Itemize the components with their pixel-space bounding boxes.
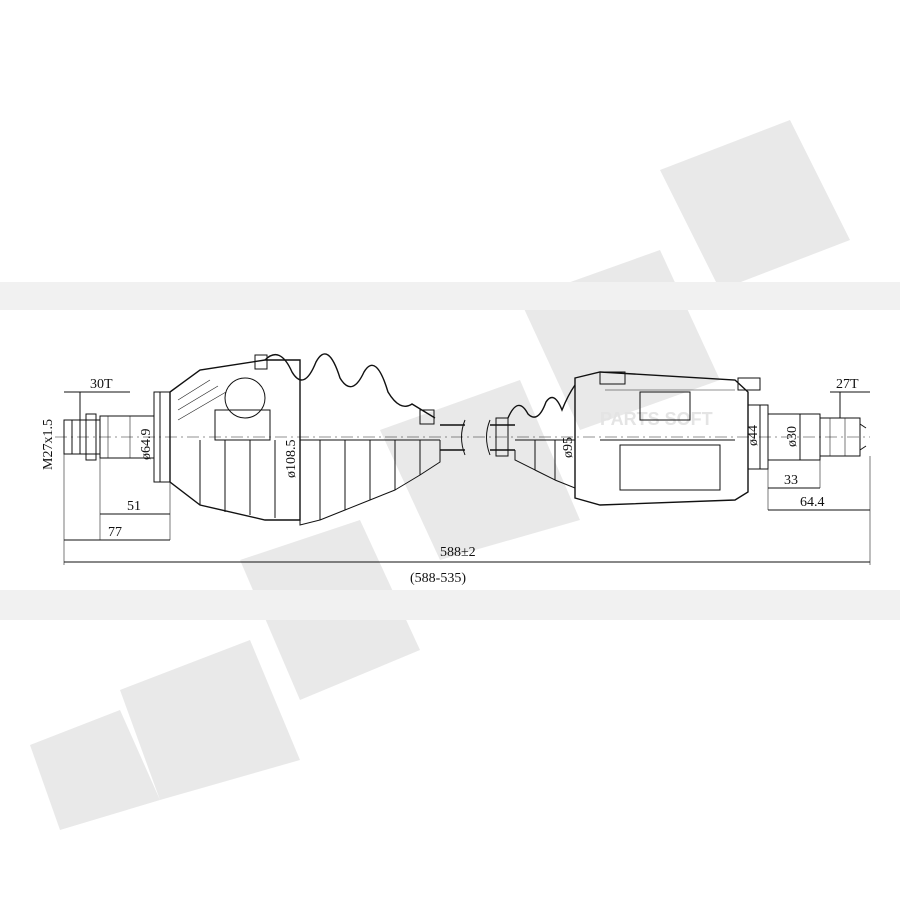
main-shaft bbox=[440, 419, 515, 456]
dia-right-joint-label: ø44 bbox=[746, 425, 761, 446]
right-tripod-joint bbox=[574, 371, 761, 506]
total-length-label: 588±2 bbox=[440, 545, 476, 560]
dia-right-shaft-label: ø30 bbox=[785, 426, 800, 447]
dimension-lines bbox=[63, 362, 871, 565]
left-boot bbox=[254, 353, 441, 526]
thread-label: M27x1.5 bbox=[41, 419, 56, 470]
left-cv-joint bbox=[169, 359, 301, 521]
length-33-label: 33 bbox=[784, 473, 798, 488]
length-64-4-label: 64.4 bbox=[800, 495, 825, 510]
length-range-label: (588-535) bbox=[410, 571, 466, 586]
spline-right-label: 27T bbox=[836, 377, 859, 392]
dia-left-shaft-label: ø64.9 bbox=[139, 429, 154, 461]
watermark: PARTS SOFT bbox=[0, 120, 900, 830]
dia-right-boot-label: ø95 bbox=[561, 437, 576, 458]
right-stub-axle bbox=[747, 404, 867, 470]
left-stub-axle bbox=[63, 391, 171, 483]
dia-left-joint-label: ø108.5 bbox=[284, 440, 299, 479]
watermark-overlay-text: PARTS SOFT bbox=[600, 409, 713, 429]
spline-left-label: 30T bbox=[90, 377, 113, 392]
dimension-labels: 30T M27x1.5 ø64.9 ø108.5 ø95 ø44 ø30 27T… bbox=[41, 377, 859, 586]
length-51-label: 51 bbox=[127, 499, 141, 514]
length-77-label: 77 bbox=[108, 525, 122, 540]
